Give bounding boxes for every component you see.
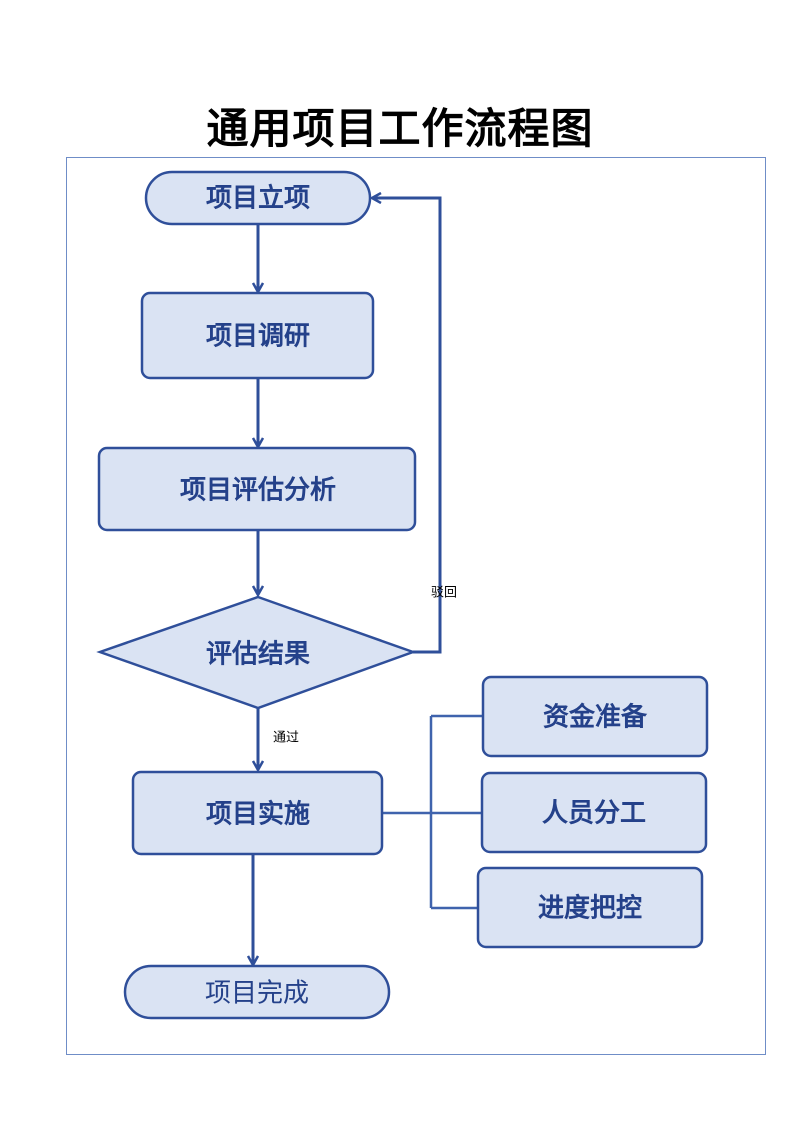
diagram-frame bbox=[66, 157, 766, 1055]
staff-node bbox=[480, 771, 708, 854]
funds-label: 资金准备 bbox=[543, 702, 648, 733]
funds-node bbox=[481, 675, 709, 758]
evaluate-node bbox=[97, 446, 417, 532]
end-node bbox=[123, 964, 391, 1020]
implement-node bbox=[131, 770, 384, 856]
progress-node bbox=[476, 866, 704, 949]
decision-label: 评估结果 bbox=[206, 640, 310, 670]
start-label: 项目立项 bbox=[206, 183, 310, 214]
staff-label: 人员分工 bbox=[542, 799, 646, 829]
start-node bbox=[144, 170, 372, 226]
pass-label: 通过 bbox=[273, 731, 299, 746]
evaluate-label: 项目评估分析 bbox=[180, 476, 336, 506]
research-label: 项目调研 bbox=[206, 322, 310, 352]
implement-label: 项目实施 bbox=[206, 799, 310, 830]
reject-label: 驳回 bbox=[431, 586, 457, 601]
progress-label: 进度把控 bbox=[538, 893, 642, 924]
decision-node bbox=[96, 595, 417, 710]
research-node bbox=[140, 291, 375, 380]
arrow-reject-loop bbox=[372, 198, 442, 654]
end-label: 项目完成 bbox=[205, 979, 309, 1009]
page-title: 通用项目工作流程图 bbox=[206, 104, 594, 153]
